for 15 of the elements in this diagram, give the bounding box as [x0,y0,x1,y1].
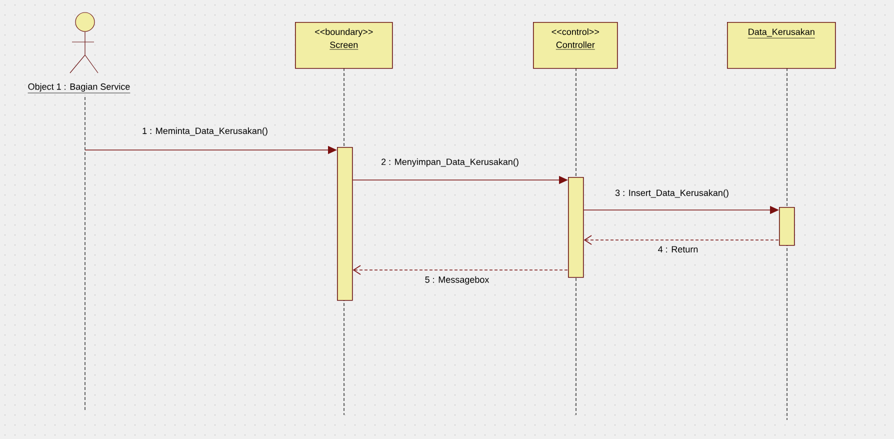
activation-bar [568,177,584,278]
object-box: <<control>> Controller [533,22,618,69]
message-label: 4 : Return [658,246,698,252]
object-box: <<boundary>> Screen [295,22,393,69]
actor: Object 1 : Bagian Service [28,12,130,94]
node-label: Object 1 : Bagian Service [28,83,130,92]
activation-bar [779,207,795,246]
message-label: 3 : Insert_Data_Kerusakan() [615,189,728,198]
message-label: 1 : Meminta_Data_Kerusakan() [142,127,268,136]
message-arrow [584,235,779,245]
message-label: 2 : Menyimpan_Data_Kerusakan() [382,158,518,167]
message-arrow [352,265,568,275]
object-box: Data_Kerusakan [727,22,836,69]
activation-bar [337,147,353,301]
message-label: 5 : Messagebox [425,276,490,285]
